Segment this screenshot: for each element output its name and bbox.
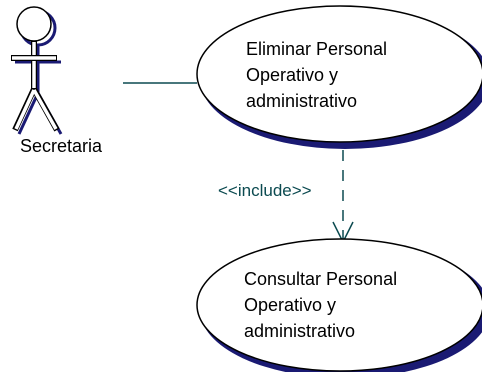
use-case-2-line-1: Consultar Personal — [244, 269, 397, 289]
use-case-2-line-2: Operativo y — [244, 295, 336, 315]
use-case-consultar-personal[interactable]: Consultar Personal Operativo y administr… — [196, 238, 482, 372]
include-label: <<include>> — [218, 181, 312, 200]
actor-secretaria[interactable]: Secretaria — [11, 6, 103, 156]
actor-name: Secretaria — [20, 136, 103, 156]
use-case-eliminar-personal[interactable]: Eliminar Personal Operativo y administra… — [196, 5, 482, 149]
use-case-1-line-3: administrativo — [246, 91, 357, 111]
stick-figure-icon — [11, 6, 60, 132]
use-case-1-line-2: Operativo y — [246, 65, 338, 85]
use-case-1-line-1: Eliminar Personal — [246, 39, 387, 59]
include-dependency[interactable]: <<include>> — [218, 150, 354, 244]
use-case-2-line-3: administrativo — [244, 321, 355, 341]
